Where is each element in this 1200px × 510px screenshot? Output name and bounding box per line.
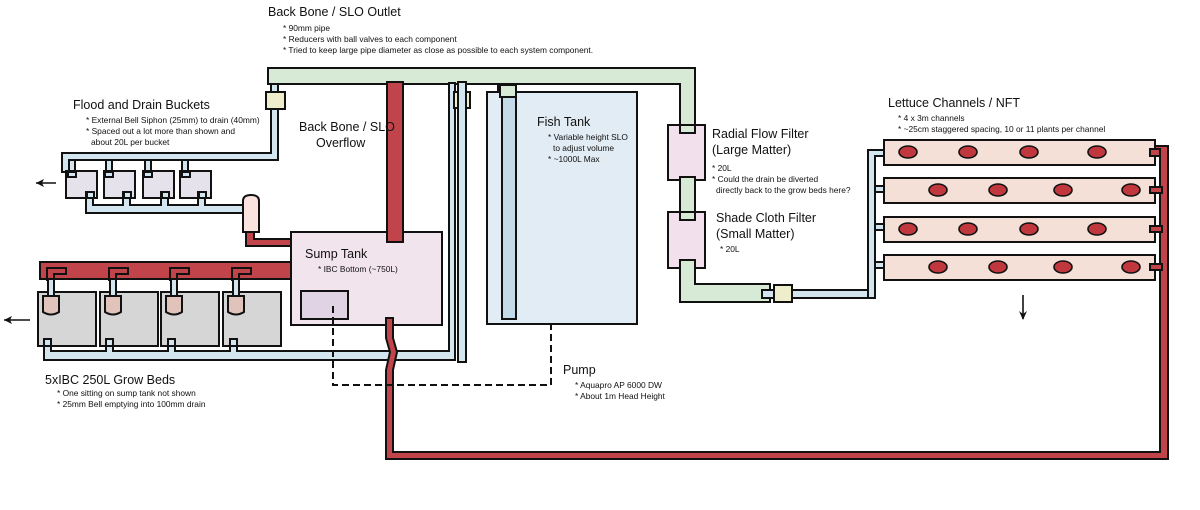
slo-top [499,84,517,98]
radial-filter-title: Radial Flow Filter [712,127,809,141]
nft-down-arrow [1019,295,1027,320]
scf-inlet [679,211,696,221]
growbed-feed-drops [46,267,252,297]
fish-tank-note: * Variable height SLO [548,132,628,142]
sump-note: * IBC Bottom (~750L) [318,264,398,274]
radial-filter-note: * 20L [712,163,732,173]
shade-filter-title: (Small Matter) [716,227,794,241]
backbone-outlet-title: Back Bone / SLO Outlet [268,5,401,19]
radial-filter-title: (Large Matter) [712,143,791,157]
nft-channel [883,177,1156,204]
solids-lift-overflow [501,96,517,320]
fish-tank-note: * ~1000L Max [548,154,600,164]
sump-title: Sump Tank [305,247,368,261]
flood-drain-note: about 20L per bucket [91,137,170,147]
growbed-outflow-arrow [4,316,30,324]
shade-filter-note: * 20L [720,244,740,254]
external-bell-siphon [242,193,260,233]
lettuce-note: * 4 x 3m channels [898,113,965,123]
rff-inlet [679,124,696,134]
bucket-outflow-arrow [36,179,56,187]
grow-beds-title: 5xIBC 250L Grow Beds [45,373,175,387]
lettuce-title: Lettuce Channels / NFT [888,96,1020,110]
backbone-outlet-note: * Reducers with ball valves to each comp… [283,34,457,44]
flood-drain-title: Flood and Drain Buckets [73,98,210,112]
pump-note: * About 1m Head Height [575,391,666,401]
radial-flow-filter [667,124,706,181]
lettuce-note: * ~25cm staggered spacing, 10 or 11 plan… [898,124,1105,134]
backbone-overflow-pipe [386,81,404,243]
shade-to-nft-pipe [679,259,771,303]
growbed-feed-manifold [39,261,297,280]
flood-drain-buckets [65,170,212,199]
sump-drain-vertical [457,81,467,363]
pump-title: Pump [563,363,596,377]
pump-note: * Aquapro AP 6000 DW [575,380,662,390]
pump-box [300,290,349,320]
growbed-bell-siphons [42,295,245,316]
nft-channel [883,254,1156,281]
bucket-drain-fittings [86,191,207,199]
grow-beds-note: * 25mm Bell emptying into 100mm drain [57,399,206,409]
radial-filter-note: directly back to the grow beds here? [716,185,851,195]
fish-tank-title: Fish Tank [537,115,591,129]
growbed-drain-fittings [43,338,238,347]
backbone-overflow-title: Overflow [316,136,366,150]
shade-filter-title: Shade Cloth Filter [716,211,816,225]
flood-drain-note: * External Bell Siphon (25mm) to drain (… [86,115,260,125]
lettuce-plants [898,145,1141,274]
ball-valve-buckets [265,91,286,110]
pump-line [332,305,552,386]
backbone-overflow-title: Back Bone / SLO [299,120,395,134]
grow-beds-note: * One sitting on sump tank not shown [57,388,196,398]
lettuce-channels [883,139,1156,281]
flood-drain-note: * Spaced out a lot more than shown and [86,126,235,136]
fish-tank-note: to adjust volume [553,143,614,153]
shade-cloth-filter [667,211,706,269]
siphon-to-sump-pipe [245,231,293,247]
backbone-outlet-note: * Tried to keep large pipe diameter as c… [283,45,593,55]
backbone-outlet-note: * 90mm pipe [283,23,330,33]
radial-filter-note: * Could the drain be diverted [712,174,818,184]
ball-valve-nft [773,284,793,303]
nft-drain-fittings [1149,148,1163,271]
